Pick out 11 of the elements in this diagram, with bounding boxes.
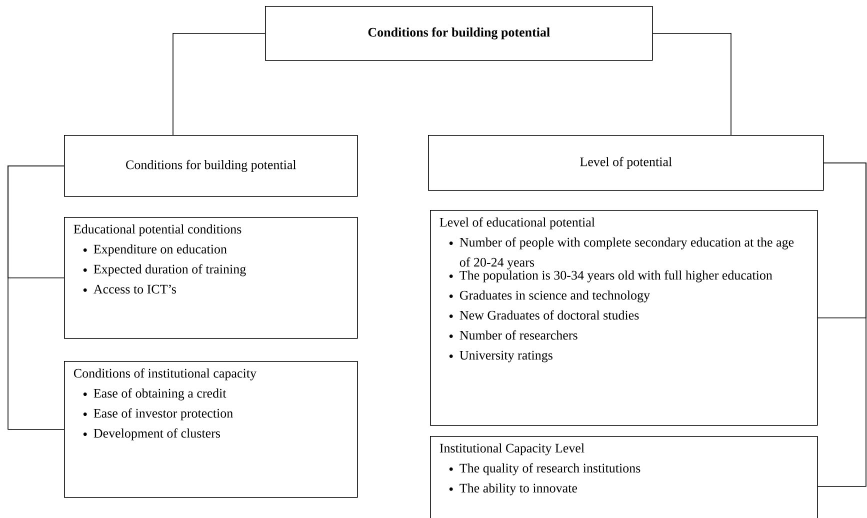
- list-box: Educational potential conditions Expenditure on education Expected duration of training Access to ICT’s: [64, 217, 358, 339]
- connector-line: [8, 166, 64, 430]
- list-box: Institutional Capacity Level The quality of research institutions The ability to innovate: [430, 436, 818, 518]
- list-box: Conditions of institutional capacity Ease of obtaining a credit Ease of investor protection Development of clusters: [64, 361, 358, 498]
- title-box: Conditions for building potential: [265, 6, 653, 61]
- category-box: Conditions for building potential: [64, 135, 358, 197]
- connector-line: [172, 33, 266, 136]
- connector-line: [652, 33, 732, 136]
- category-box: Level of potential: [428, 135, 824, 191]
- connector-line: [817, 162, 866, 487]
- list-box: Level of educational potential Number of people with complete secondary education at the age of 20-24 years The population is 30-34 years old with full higher education Graduates in science and technology New Graduates of doctoral studies Number of researchers University ratings: [430, 210, 818, 426]
